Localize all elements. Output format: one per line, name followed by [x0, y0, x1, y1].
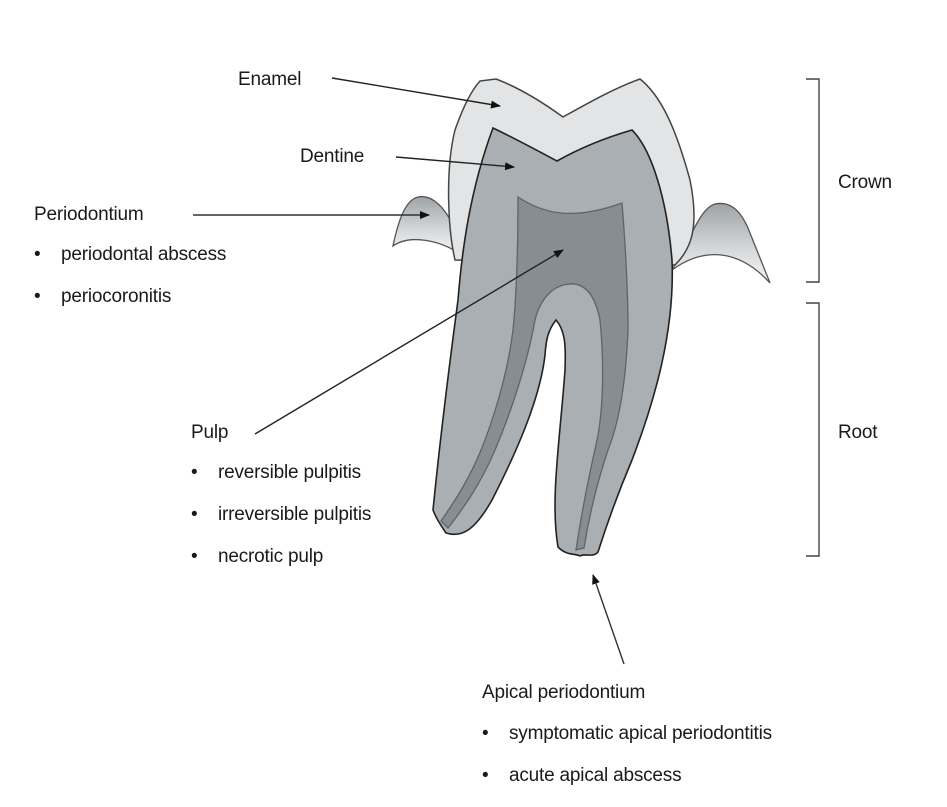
crown-label: Crown	[838, 172, 892, 193]
dentine-arrow	[395, 156, 515, 171]
bullet-icon: •	[191, 546, 198, 567]
crown-bracket	[806, 78, 820, 283]
periodontium-conditions: •periodontal abscess •periocoronitis	[34, 244, 226, 328]
list-item: •irreversible pulpitis	[191, 504, 372, 525]
enamel-arrow	[331, 77, 501, 109]
bullet-icon: •	[482, 723, 489, 744]
enamel-label: Enamel	[238, 69, 302, 90]
bullet-icon: •	[191, 504, 198, 525]
pulp-shape	[440, 195, 629, 551]
bullet-icon: •	[34, 244, 41, 265]
bullet-icon: •	[34, 286, 41, 307]
list-item: •periodontal abscess	[34, 244, 227, 265]
bullet-icon: •	[482, 765, 489, 786]
root-bracket	[806, 302, 820, 557]
apical-arrow	[592, 574, 625, 665]
apical-periodontium-label: Apical periodontium	[482, 682, 646, 703]
pulp-conditions: •reversible pulpitis •irreversible pulpi…	[191, 462, 371, 588]
gum-right	[671, 202, 771, 284]
list-item: •periocoronitis	[34, 286, 172, 307]
bullet-icon: •	[191, 462, 198, 483]
pulp-arrow	[254, 249, 564, 435]
list-item: •necrotic pulp	[191, 546, 324, 567]
gum-left	[392, 196, 464, 257]
pulp-label: Pulp	[191, 422, 229, 443]
list-item: •reversible pulpitis	[191, 462, 361, 483]
root-label: Root	[838, 422, 878, 443]
periodontium-label: Periodontium	[34, 204, 144, 225]
apical-conditions: •symptomatic apical periodontitis •acute…	[482, 723, 772, 807]
dentine-label: Dentine	[300, 146, 365, 167]
list-item: •symptomatic apical periodontitis	[482, 723, 772, 744]
list-item: •acute apical abscess	[482, 765, 682, 786]
